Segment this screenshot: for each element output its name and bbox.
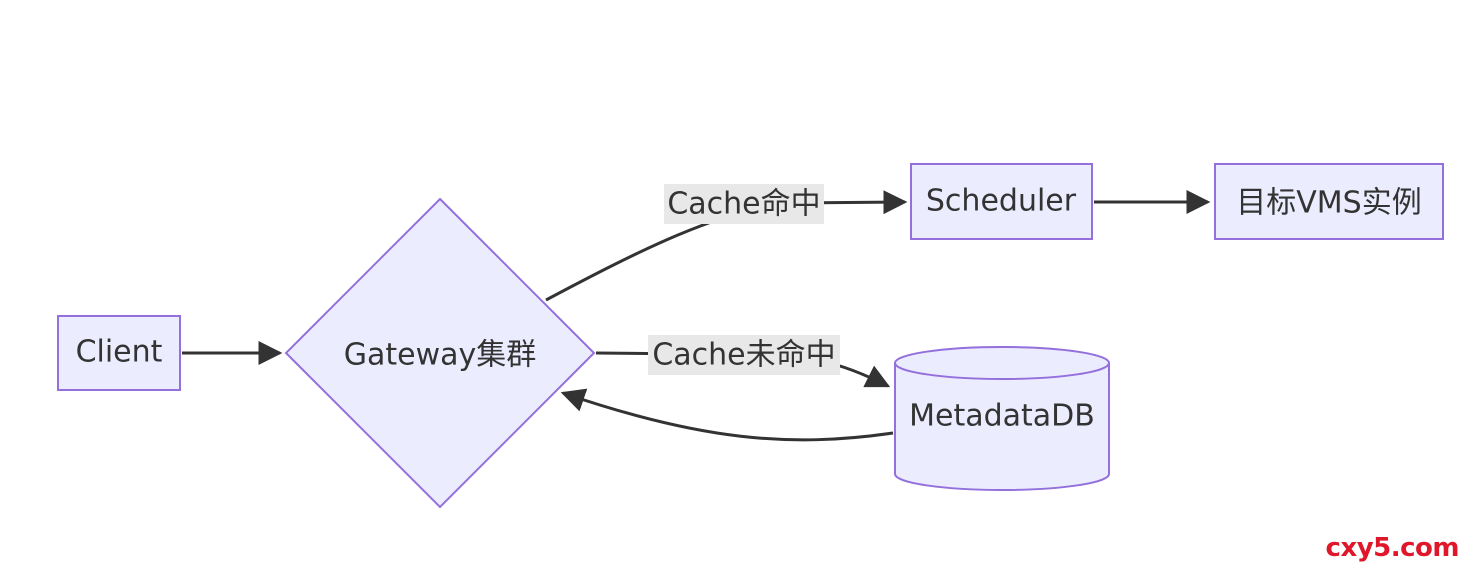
node-client: Client [57, 315, 181, 391]
node-gateway: Gateway集群 [284, 197, 596, 509]
node-metadatadb-label: MetadataDB [909, 399, 1095, 434]
node-target-vms: 目标VMS实例 [1214, 163, 1444, 240]
cache-miss-text: Cache未命中 [652, 338, 835, 373]
watermark-text: cxy5.com [1325, 533, 1460, 563]
node-target-vms-label: 目标VMS实例 [1236, 186, 1421, 221]
node-scheduler-label: Scheduler [926, 184, 1077, 219]
cache-hit-text: Cache命中 [667, 187, 820, 222]
edge-label-cache-hit: Cache命中 [664, 184, 824, 224]
node-metadatadb: MetadataDB [894, 346, 1110, 491]
node-scheduler: Scheduler [910, 163, 1093, 240]
node-gateway-label: Gateway集群 [344, 338, 537, 373]
node-client-label: Client [76, 335, 163, 370]
edge-metadatadb-to-gateway [560, 388, 894, 442]
edge-label-cache-miss: Cache未命中 [648, 335, 840, 375]
